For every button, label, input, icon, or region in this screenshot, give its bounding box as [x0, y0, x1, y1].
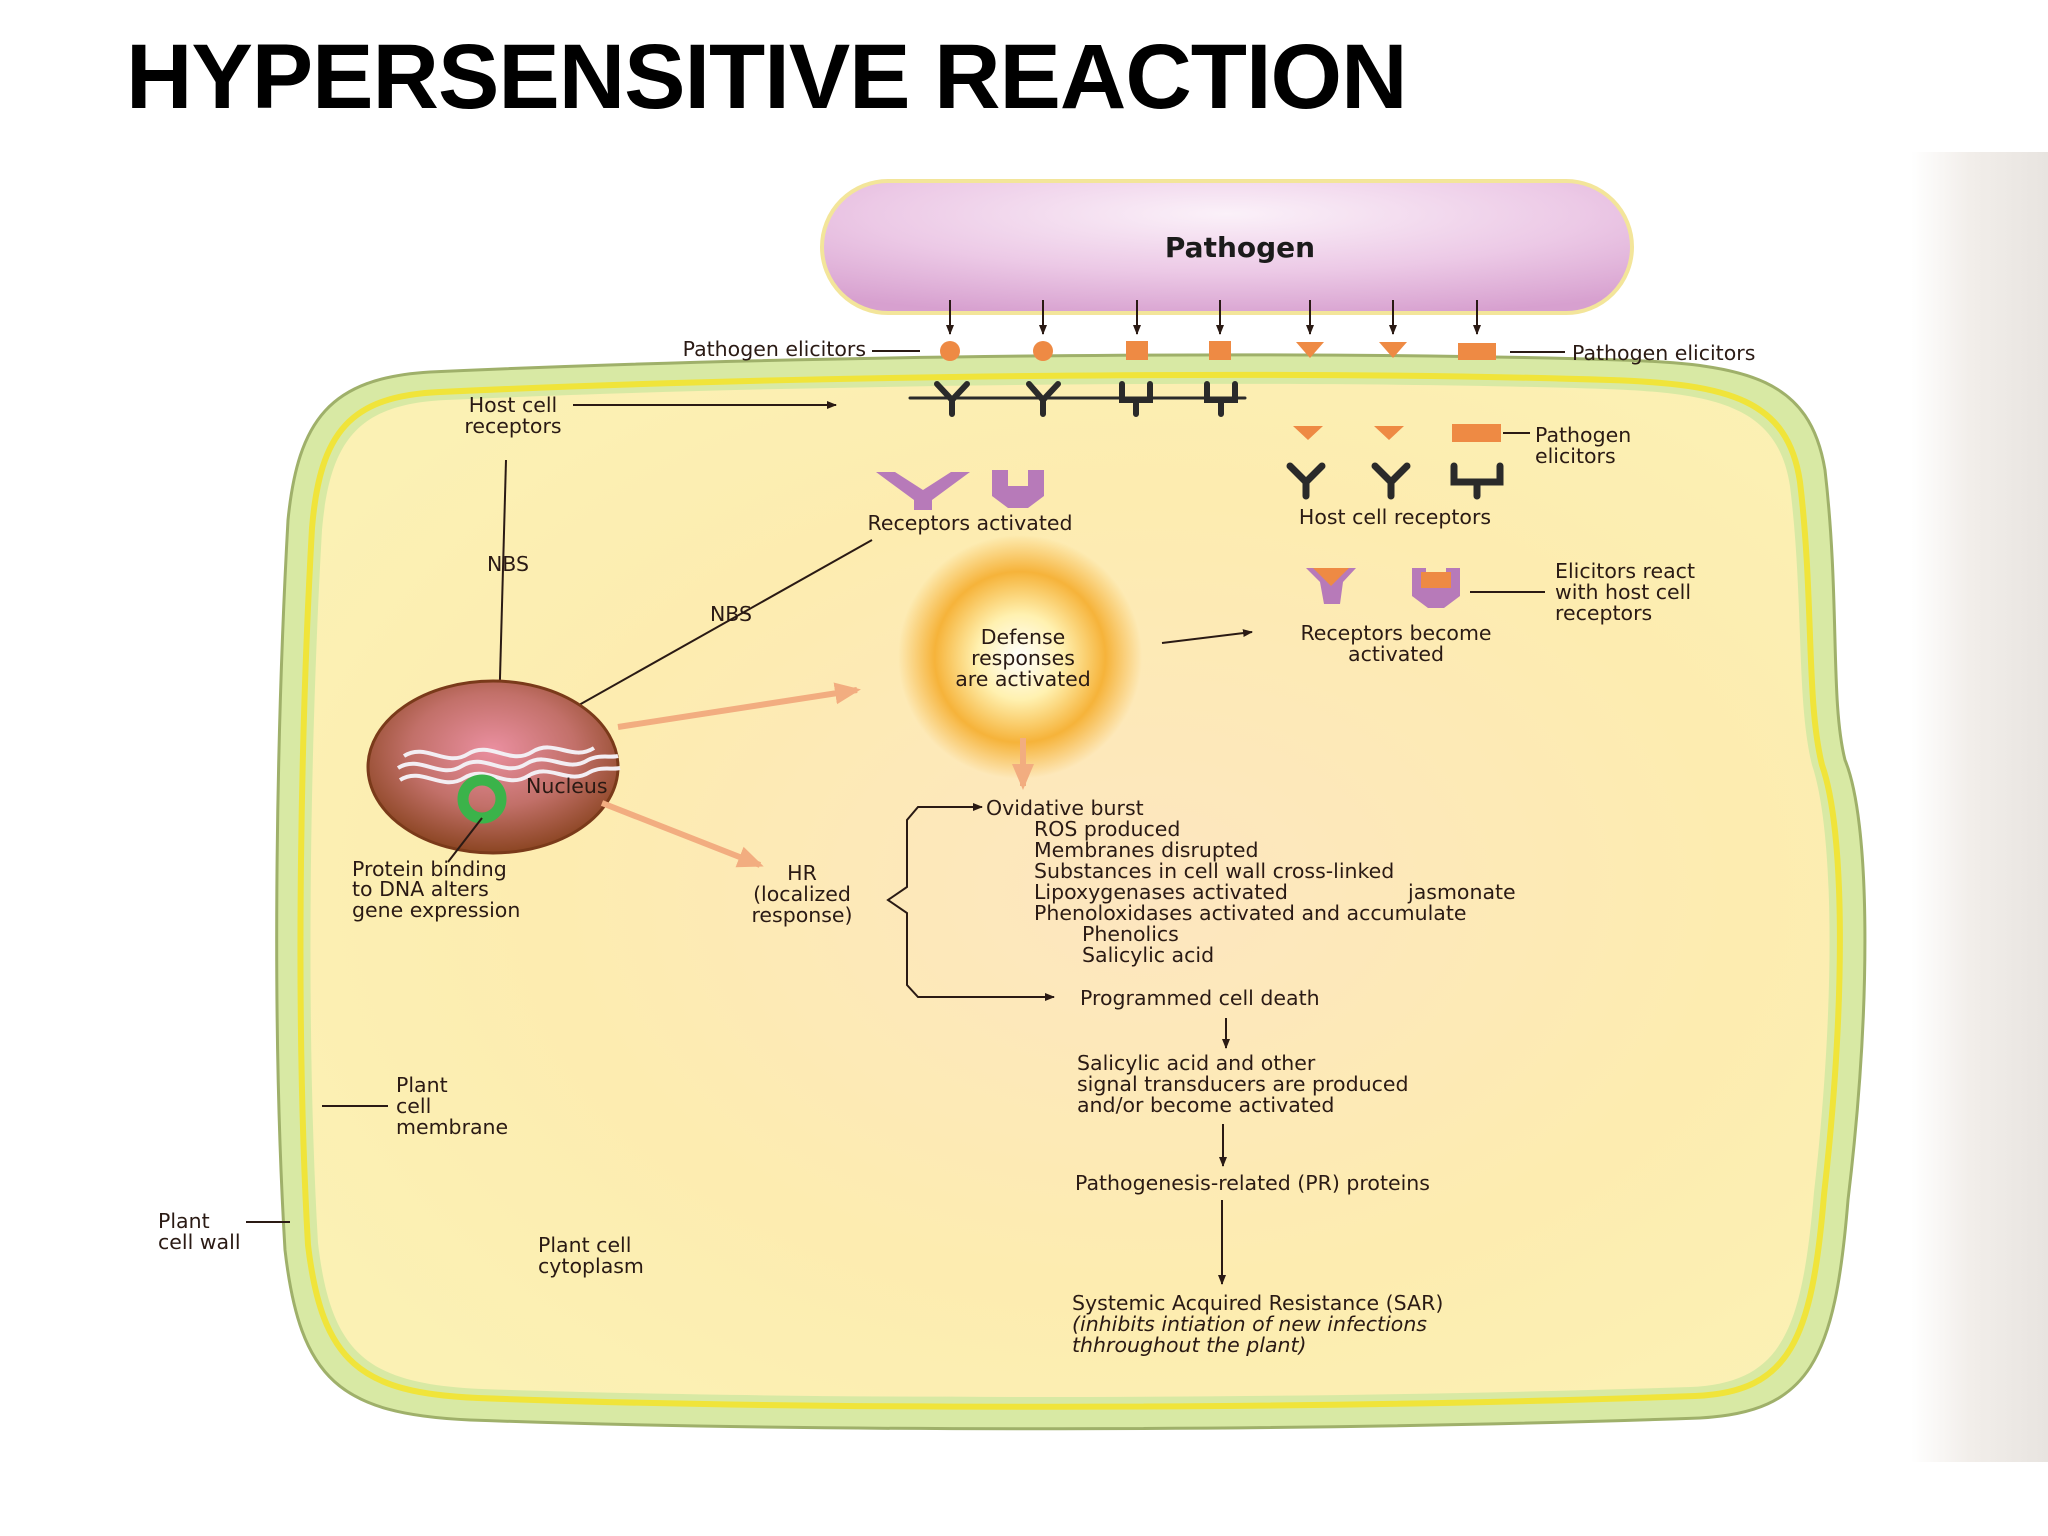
response-item: Membranes disrupted — [1034, 838, 1259, 862]
jasmonate-label: jasmonate — [1407, 880, 1516, 904]
dna-strands — [396, 745, 621, 785]
host-receptors-right-label: Host cell receptors — [1299, 505, 1491, 529]
defense-label: Defense — [981, 625, 1066, 649]
elicitors-left-label: Pathogen elicitors — [683, 337, 866, 361]
cell-death-label: Programmed cell death — [1080, 986, 1320, 1010]
nbs-label: NBS — [710, 602, 752, 626]
hr-label: HR — [787, 861, 817, 885]
protein-binding-label: to DNA alters — [352, 877, 489, 901]
cytoplasm-label: Plant cell — [538, 1233, 631, 1257]
oxidative-burst-label: Ovidative burst — [986, 796, 1144, 820]
plant-cell-membrane — [297, 371, 1843, 1410]
protein-binding-label: Protein binding — [352, 857, 507, 881]
sar-label: thhroughout the plant) — [1072, 1333, 1307, 1357]
salicylic-label: Salicylic acid and other — [1077, 1051, 1316, 1075]
hr-label: (localized — [753, 882, 851, 906]
cell-membrane-label: membrane — [396, 1115, 508, 1139]
elicitor-triangle — [1293, 426, 1323, 440]
elicitor-circle — [1033, 341, 1053, 361]
nucleus-output-arrows — [600, 682, 1034, 868]
elicitors-react-label: receptors — [1555, 601, 1652, 625]
cell-wall-label: cell wall — [158, 1230, 241, 1254]
sar-label: Systemic Acquired Resistance (SAR) — [1072, 1291, 1443, 1315]
hr-bracket — [886, 806, 1053, 998]
salicylic-label: signal transducers are produced — [1077, 1072, 1408, 1096]
defense-response-glow — [898, 535, 1142, 779]
nucleus — [366, 679, 620, 855]
elicitor-release-arrows — [946, 300, 1481, 335]
nbs-arrow — [562, 539, 873, 715]
pr-proteins-label: Pathogenesis-related (PR) proteins — [1075, 1171, 1430, 1195]
elicitor-triangle — [1379, 342, 1407, 358]
elicitor-square — [1209, 341, 1231, 360]
plant-cell-cytoplasm — [310, 383, 1830, 1398]
receptors-activated-icons — [876, 470, 1044, 510]
pathogen-label: Pathogen — [1165, 231, 1315, 264]
host-cell-receptors-right — [1286, 462, 1504, 500]
response-sub-item: Salicylic acid — [1082, 943, 1214, 967]
receptors-become-label: Receptors become — [1300, 621, 1491, 645]
cell-membrane-label: cell — [396, 1094, 431, 1118]
elicitor-circle — [940, 341, 960, 361]
nbs-label: NBS — [487, 552, 529, 576]
host-receptors-top-label: Host cell — [469, 393, 557, 417]
defense-label: responses — [971, 646, 1075, 670]
host-receptors-top-label: receptors — [464, 414, 561, 438]
elicitor-rect — [1458, 343, 1496, 360]
cytoplasm-label: cytoplasm — [538, 1254, 644, 1278]
elicitors-inner-label: elicitors — [1535, 444, 1616, 468]
receptors-activated-label: Receptors activated — [868, 511, 1073, 535]
salicylic-label: and/or become activated — [1077, 1093, 1334, 1117]
membrane-receptors — [908, 381, 1247, 417]
cell-membrane-label: Plant — [396, 1073, 448, 1097]
elicitor-rect — [1452, 424, 1501, 442]
response-item: Substances in cell wall cross-linked — [1034, 859, 1394, 883]
receptors-become-label: activated — [1348, 642, 1444, 666]
hr-label: response) — [751, 903, 852, 927]
response-item: Phenoloxidases activated and accumulate — [1034, 901, 1467, 925]
defense-to-receptors-arrow — [1161, 629, 1253, 644]
defense-label: are activated — [955, 667, 1091, 691]
leader-line — [447, 817, 483, 863]
response-item: Lipoxygenases activated — [1034, 880, 1288, 904]
response-sub-item: Phenolics — [1082, 922, 1179, 946]
protein-binding-label: gene expression — [352, 898, 520, 922]
elicitor-receptor-complex-icons — [1306, 568, 1460, 608]
sar-label: (inhibits intiation of new infections — [1072, 1312, 1427, 1336]
elicitors-inner-label: Pathogen — [1535, 423, 1631, 447]
nucleus-label: Nucleus — [526, 774, 608, 798]
pathogen-body — [820, 179, 1634, 315]
elicitors-react-label: with host cell — [1555, 580, 1691, 604]
elicitors-react-label: Elicitors react — [1555, 559, 1695, 583]
elicitor-triangle — [1296, 342, 1324, 358]
elicitor-square — [1126, 341, 1148, 360]
elicitor-triangle — [1374, 426, 1404, 440]
cell-wall-label: Plant — [158, 1209, 210, 1233]
nbs-arrow — [495, 459, 507, 715]
elicitors-right-label: Pathogen elicitors — [1572, 341, 1755, 365]
response-item: ROS produced — [1034, 817, 1180, 841]
slide-title: HYPERSENSITIVE REACTION — [126, 26, 1408, 128]
